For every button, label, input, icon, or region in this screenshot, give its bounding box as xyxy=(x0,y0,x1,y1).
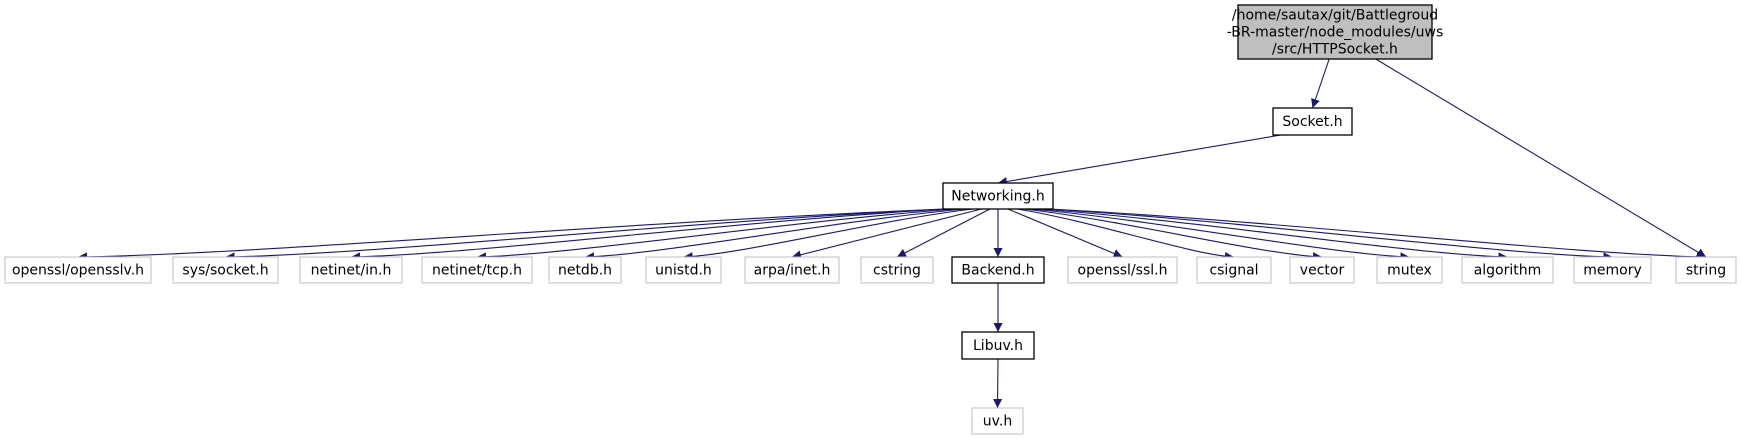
node-label-backend: Backend.h xyxy=(961,263,1034,279)
edge-networking-to-arpainet xyxy=(791,208,982,260)
edge-networking-to-syssocket xyxy=(225,208,947,262)
node-label-socket: Socket.h xyxy=(1282,114,1342,130)
node-label-cstring: cstring xyxy=(873,263,921,279)
node-box-socket xyxy=(1272,107,1353,136)
node-box-netinetin xyxy=(299,256,403,284)
node-box-libuv xyxy=(961,331,1035,360)
node-unistd: unistd.h xyxy=(645,256,722,284)
node-memory: memory xyxy=(1573,256,1652,284)
edge-networking-to-opensslssl xyxy=(1007,208,1123,258)
node-box-opensslssl xyxy=(1067,256,1178,284)
node-opensslssl: openssl/ssl.h xyxy=(1067,256,1178,284)
node-label-memory: memory xyxy=(1583,263,1642,279)
node-label-netinettcp: netinet/tcp.h xyxy=(432,263,522,279)
edge-networking-to-opensslv xyxy=(77,208,947,262)
node-cstring: cstring xyxy=(860,256,934,284)
edge-networking-to-vector xyxy=(1023,208,1323,262)
node-socket[interactable]: Socket.h xyxy=(1272,107,1353,136)
node-backend[interactable]: Backend.h xyxy=(951,256,1045,284)
node-box-opensslv xyxy=(4,256,152,284)
node-label-arpainet: arpa/inet.h xyxy=(754,263,831,279)
node-box-arpainet xyxy=(744,256,840,284)
node-box-vector xyxy=(1289,256,1355,284)
edge-networking-to-unistd xyxy=(683,208,973,262)
node-box-memory xyxy=(1573,256,1652,284)
node-box-networking xyxy=(942,182,1054,210)
node-netinettcp: netinet/tcp.h xyxy=(421,256,533,284)
node-box-netdb xyxy=(548,256,622,284)
node-box-cstring xyxy=(860,256,934,284)
node-syssocket: sys/socket.h xyxy=(172,256,279,284)
node-box-netinettcp xyxy=(421,256,533,284)
node-label-string: string xyxy=(1686,263,1726,279)
node-label-unistd: unistd.h xyxy=(655,263,712,279)
node-box-mutex xyxy=(1376,256,1443,284)
edge-networking-to-mutex xyxy=(1030,208,1410,262)
node-box-uvh xyxy=(971,407,1024,435)
node-box-string xyxy=(1675,256,1737,284)
edge-networking-to-cstring xyxy=(896,208,991,258)
node-csignal: csignal xyxy=(1196,256,1272,284)
node-box-algorithm xyxy=(1461,256,1554,284)
node-root[interactable]: /home/sautax/git/Battlegroud-BR-master/n… xyxy=(1227,4,1444,60)
edge-networking-to-netdb xyxy=(584,208,966,262)
node-netinetin: netinet/in.h xyxy=(299,256,403,284)
node-label-netinetin: netinet/in.h xyxy=(311,263,392,279)
edges-layer xyxy=(77,58,1707,409)
edge-networking-to-memory xyxy=(1047,208,1613,262)
node-box-csignal xyxy=(1196,256,1272,284)
node-label-root-line-3: /src/HTTPSocket.h xyxy=(1272,42,1398,58)
node-label-root-line-1: /home/sautax/git/Battlegroud xyxy=(1232,8,1438,24)
edge-networking-to-string xyxy=(1049,208,1707,262)
node-algorithm: algorithm xyxy=(1461,256,1554,284)
node-label-root-line-2: -BR-master/node_modules/uws xyxy=(1227,25,1444,41)
edge-networking-to-netinettcp xyxy=(476,208,957,262)
node-label-syssocket: sys/socket.h xyxy=(182,263,268,279)
node-box-root xyxy=(1237,4,1433,60)
node-box-unistd xyxy=(645,256,722,284)
node-label-vector: vector xyxy=(1300,263,1345,279)
node-libuv[interactable]: Libuv.h xyxy=(961,331,1035,360)
node-mutex: mutex xyxy=(1376,256,1443,284)
edge-socket-to-networking xyxy=(997,134,1281,186)
node-netdb: netdb.h xyxy=(548,256,622,284)
node-label-netdb: netdb.h xyxy=(558,263,612,279)
node-uvh: uv.h xyxy=(971,407,1024,435)
node-label-uvh: uv.h xyxy=(983,414,1012,430)
node-label-mutex: mutex xyxy=(1387,263,1432,279)
node-box-backend xyxy=(951,256,1045,284)
node-label-libuv: Libuv.h xyxy=(973,338,1023,354)
node-label-algorithm: algorithm xyxy=(1474,263,1542,279)
node-label-opensslssl: openssl/ssl.h xyxy=(1078,263,1168,279)
node-label-csignal: csignal xyxy=(1209,263,1258,279)
node-label-networking: Networking.h xyxy=(951,189,1044,205)
edge-networking-to-algorithm xyxy=(1038,208,1508,262)
edge-networking-to-csignal xyxy=(1016,208,1235,261)
edge-networking-to-netinetin xyxy=(350,208,947,262)
node-opensslv: openssl/opensslv.h xyxy=(4,256,152,284)
node-box-syssocket xyxy=(172,256,279,284)
edge-libuv-to-uvh xyxy=(993,358,1003,409)
node-label-opensslv: openssl/opensslv.h xyxy=(12,263,144,279)
edge-root-to-string xyxy=(1375,58,1707,258)
node-arpainet: arpa/inet.h xyxy=(744,256,840,284)
node-vector: vector xyxy=(1289,256,1355,284)
node-string: string xyxy=(1675,256,1737,284)
nodes-layer: /home/sautax/git/Battlegroud-BR-master/n… xyxy=(4,4,1737,435)
edge-root-to-socket xyxy=(1311,58,1330,109)
node-networking[interactable]: Networking.h xyxy=(942,182,1054,210)
